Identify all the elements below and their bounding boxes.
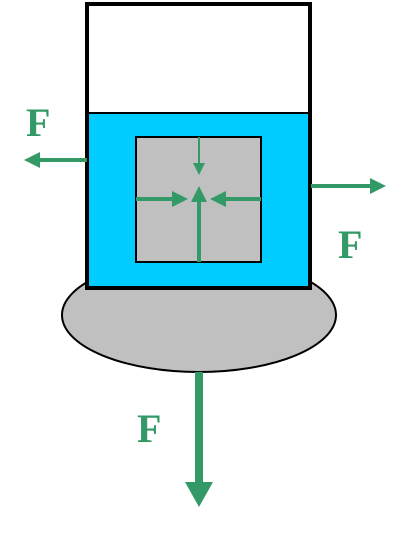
inner-arrow-left-head: [172, 191, 188, 207]
force-arrow-left: [24, 152, 87, 168]
force-arrow-down: [185, 372, 213, 507]
inner-arrows: [136, 137, 261, 262]
force-label-down: F: [137, 406, 161, 451]
force-label-right: F: [338, 222, 362, 267]
inner-arrow-bottom-head: [191, 186, 207, 202]
inner-arrow-top-head: [193, 163, 205, 175]
force-label-left: F: [26, 100, 50, 145]
force-arrow-right: [311, 178, 386, 194]
container-outline: [85, 2, 312, 290]
inner-arrow-right-head: [210, 191, 226, 207]
